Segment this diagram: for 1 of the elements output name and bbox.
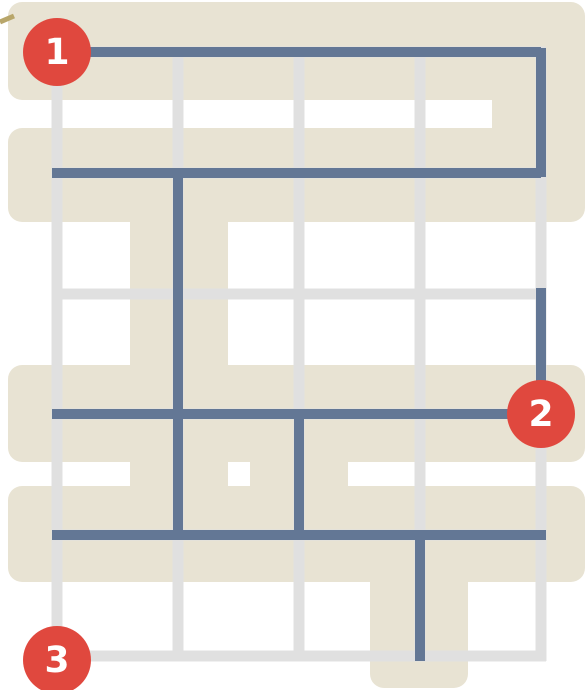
callout-number: 3 <box>23 626 91 690</box>
